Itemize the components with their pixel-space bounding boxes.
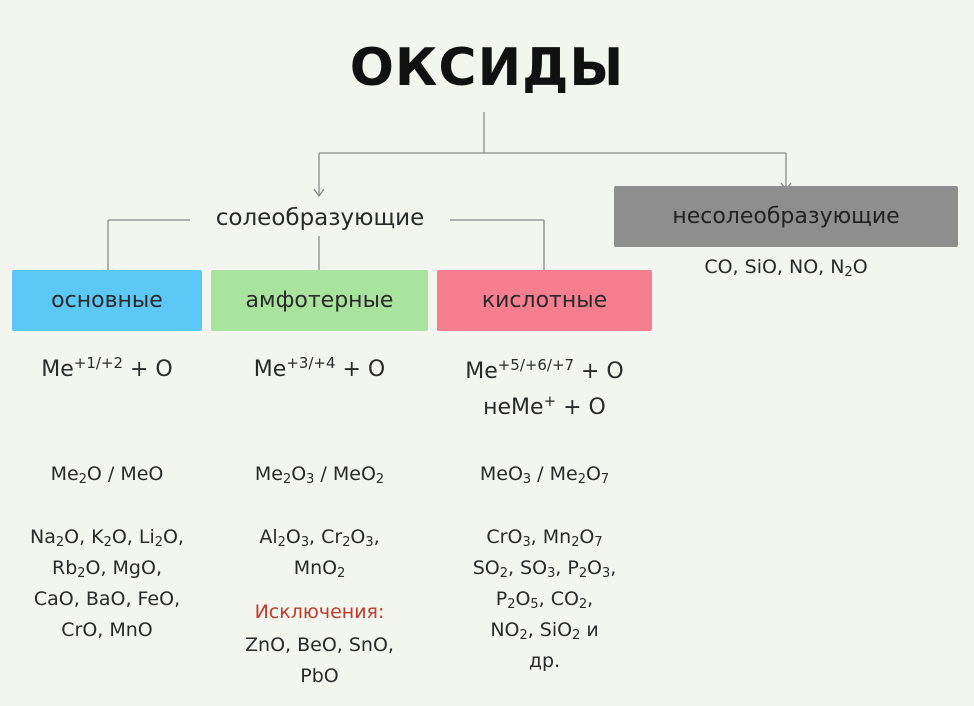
acidic-general-formula: MeO3 / Me2O7 <box>479 463 610 488</box>
non-salt-forming-label: несолеобразующие <box>672 204 900 229</box>
amphoteric-examples-line: MnO2 <box>293 557 346 582</box>
amphoteric-general-formula: Me2O3 / MeO2 <box>254 463 385 488</box>
acidic-oxides-box: кислотные <box>437 270 652 331</box>
acidic-examples-line: CrO3, Mn2O7 <box>486 526 603 551</box>
acidic-examples-line: P2O5, CO2, <box>495 588 594 613</box>
amphoteric-exceptions-line: ZnO, BeO, SnO, <box>245 634 394 656</box>
basic-oxides-box: основные <box>12 270 202 331</box>
non-salt-forming-examples: CO, SiO, NO, N2O <box>704 256 868 281</box>
basic-oxides-label: основные <box>51 288 163 313</box>
acidic-oxides-label: кислотные <box>481 288 608 313</box>
basic-examples-line: CrO, MnO <box>61 619 153 641</box>
basic-examples-line: Rb2O, MgO, <box>52 557 162 582</box>
acidic-examples-line: др. <box>528 650 561 672</box>
basic-general-formula: Me2O / MeO <box>50 463 164 488</box>
salt-forming-label: солеобразующие <box>190 205 450 231</box>
non-salt-forming-box: несолеобразующие <box>614 186 958 247</box>
amphoteric-exceptions-line: PbO <box>300 665 339 687</box>
diagram-title: ОКСИДЫ <box>349 38 625 98</box>
basic-examples-line: Na2O, K2O, Li2O, <box>30 526 184 551</box>
acidic-examples-line: NO2, SiO2 и <box>490 619 599 644</box>
basic-rule: Me+1/+2 + O <box>41 353 173 382</box>
amphoteric-oxides-label: амфотерные <box>245 288 394 313</box>
amphoteric-examples-line: Al2O3, Cr2O3, <box>259 526 380 551</box>
acidic-rule-metal: Me+5/+6/+7 + O <box>465 355 624 384</box>
acidic-examples-line: SO2, SO3, P2O3, <box>472 557 617 582</box>
amphoteric-examples: Al2O3, Cr2O3, MnO2 <box>211 522 428 584</box>
amphoteric-oxides-box: амфотерные <box>211 270 428 331</box>
basic-examples: Na2O, K2O, Li2O, Rb2O, MgO, CaO, BaO, FeO,… <box>12 522 202 646</box>
basic-examples-line: CaO, BaO, FeO, <box>33 588 181 610</box>
acidic-rule-nonmetal: неMe+ + O <box>483 391 606 420</box>
amphoteric-exceptions: ZnO, BeO, SnO, PbO <box>211 630 428 692</box>
amphoteric-rule: Me+3/+4 + O <box>253 353 386 382</box>
amphoteric-exceptions-label: Исключения: <box>254 601 385 623</box>
